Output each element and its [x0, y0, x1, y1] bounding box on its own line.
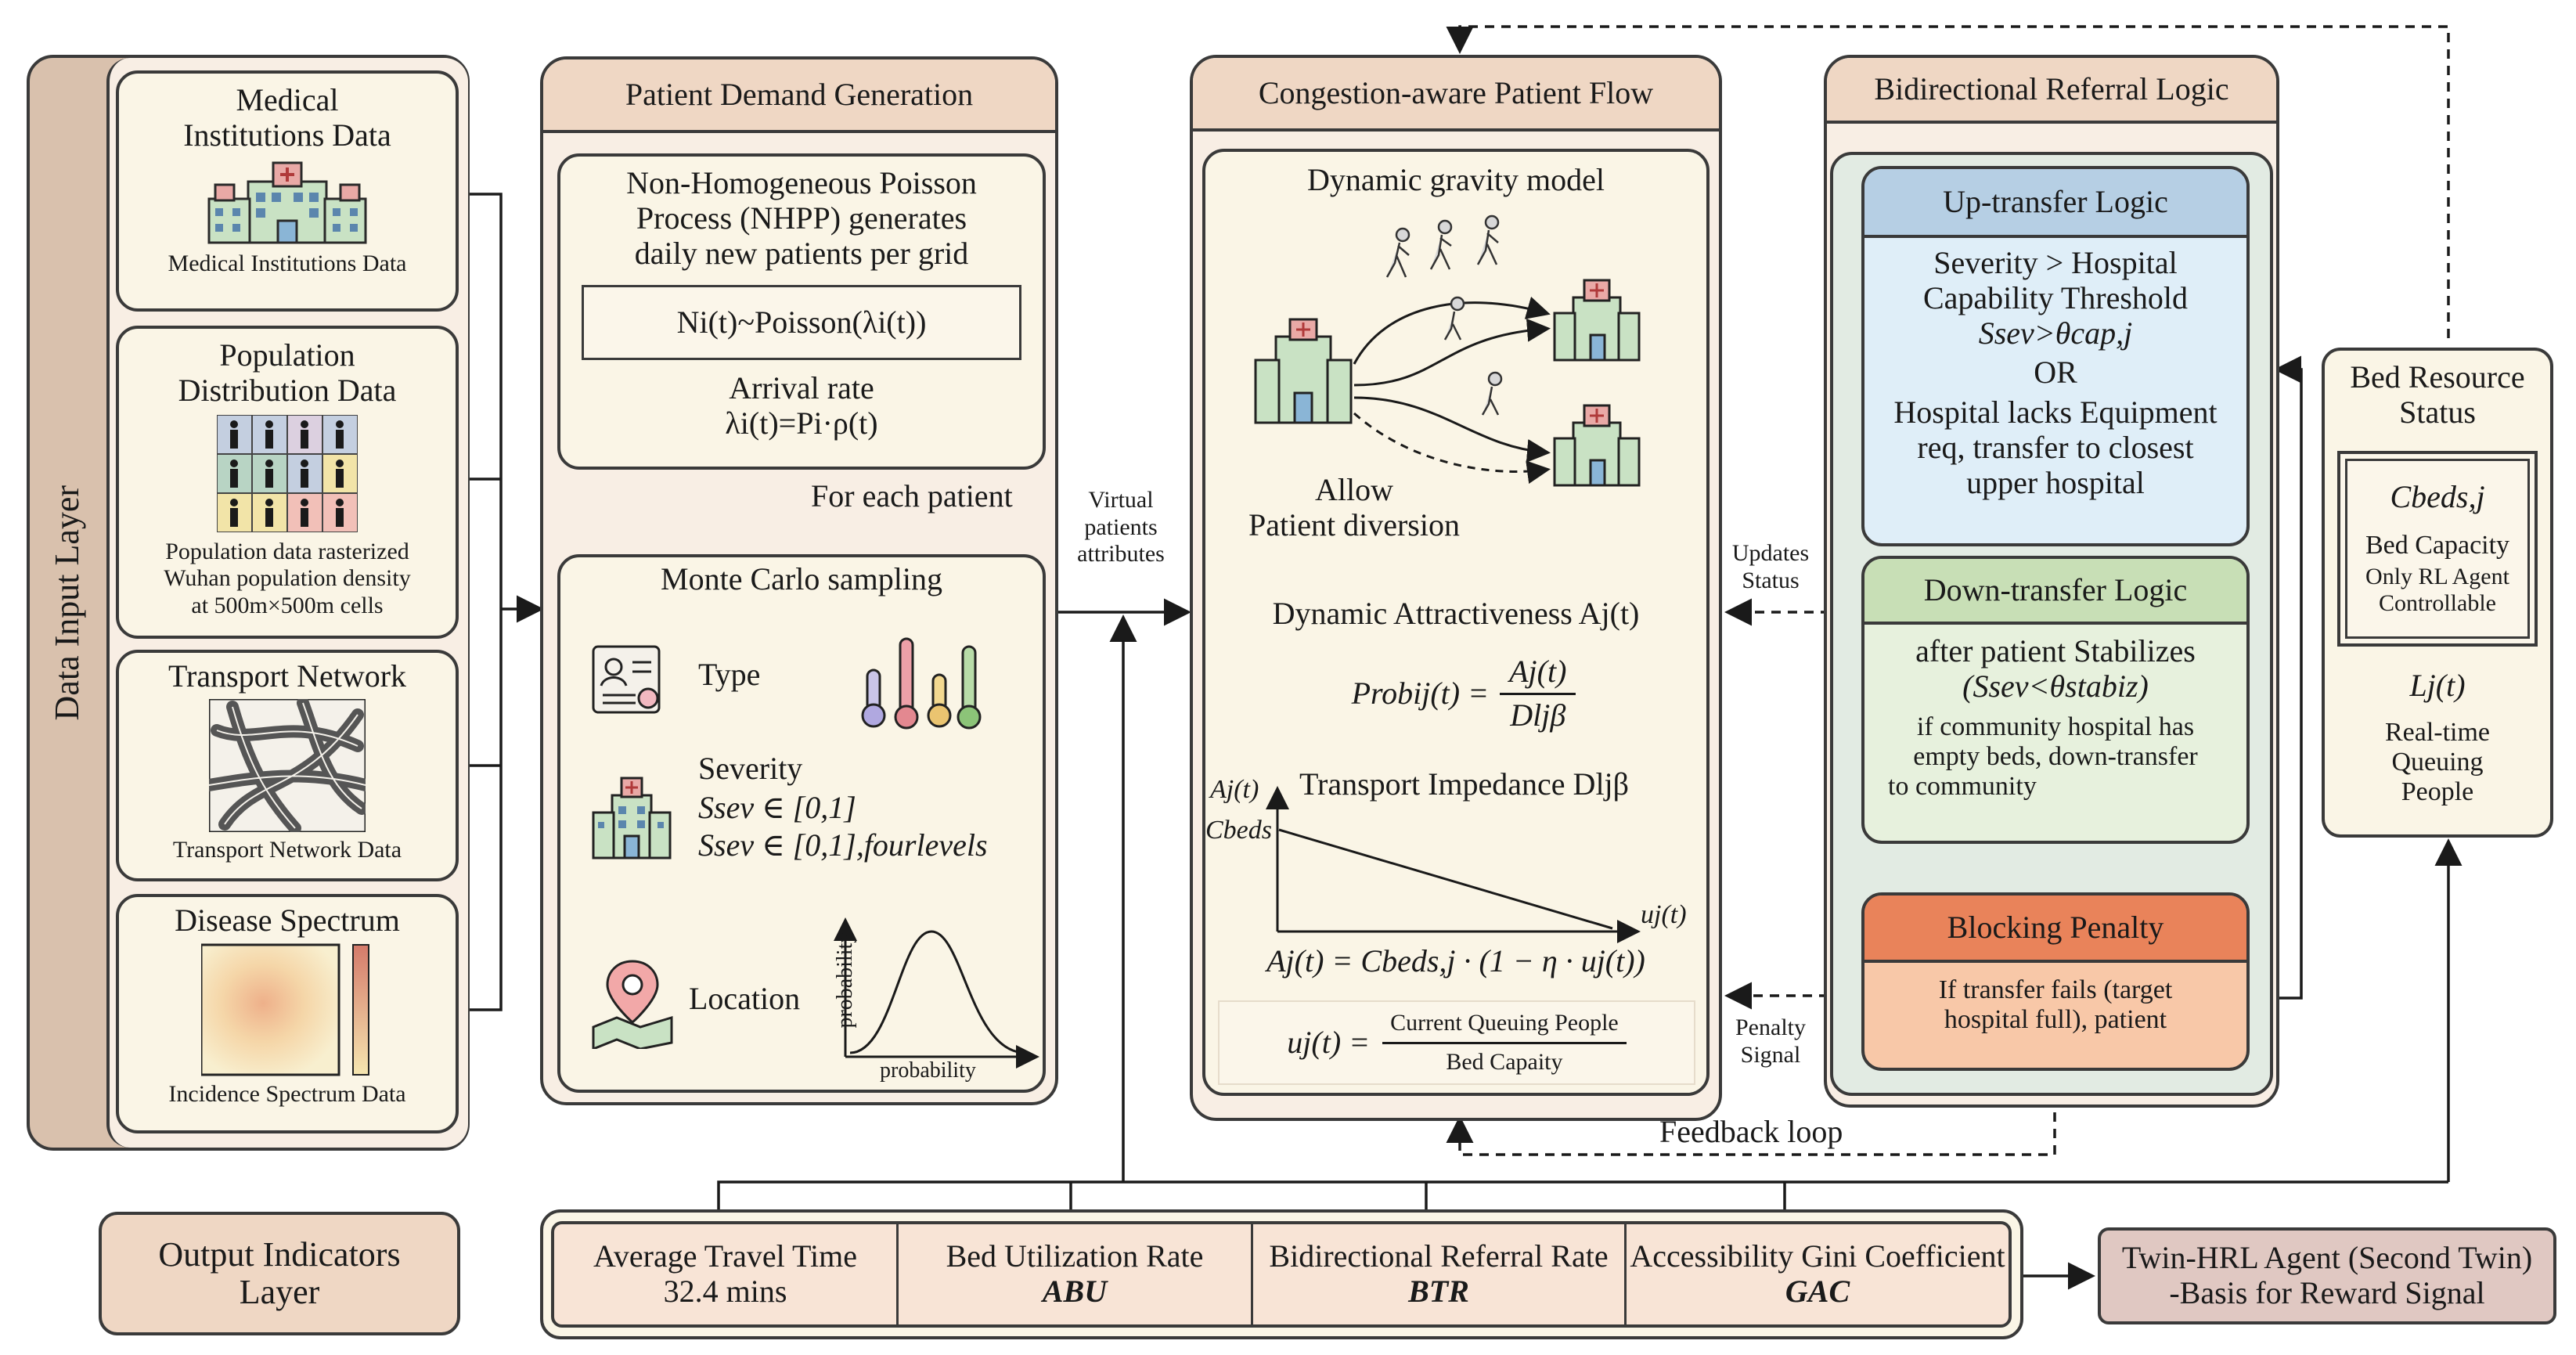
disease-data-card: Disease Spectrum Incidence Spectrum Data — [116, 894, 459, 1133]
walking-people-icons — [1385, 214, 1503, 416]
attractiveness-decay-chart — [1266, 786, 1641, 943]
penalty-signal-label: Penalty Signal — [1735, 1014, 1806, 1068]
bed-capacity-box — [2337, 451, 2538, 647]
y-axis-top-label: Aj(t) — [1210, 775, 1259, 804]
nhpp-card: Non-Homogeneous Poisson Process (NHPP) g… — [557, 153, 1046, 470]
hospital-icon — [207, 161, 367, 244]
road-network-icon — [209, 698, 366, 832]
indicator-travel-time: Average Travel Time 32.4 mins — [554, 1224, 899, 1324]
population-grid-icon — [217, 414, 358, 532]
up-transfer-title: Up-transfer Logic — [1864, 169, 2246, 238]
probability-distribution-chart — [834, 917, 1039, 1069]
y-axis-bottom-label: Cbeds — [1205, 816, 1272, 845]
connector-disease — [470, 609, 503, 1011]
queuing-info: Lj(t) Real-time Queuing People — [2384, 668, 2491, 806]
connector-medical — [470, 193, 503, 609]
updates-status-label: Updates Status — [1731, 540, 1810, 593]
severity-line1: Ssev ∈ [0,1] — [698, 790, 856, 825]
twin-hrl-agent-box: Twin-HRL Agent (Second Twin) -Basis for … — [2098, 1227, 2556, 1324]
decay-line — [1278, 828, 1613, 930]
indicator-referral-rate: Bidirectional Referral Rate BTR — [1253, 1224, 1627, 1324]
dist-ylabel: probability — [832, 932, 857, 1029]
x-axis-label: uj(t) — [1641, 900, 1687, 929]
medical-data-card: Medical Institutions Data Medical Instit… — [116, 70, 459, 312]
up-transfer-card: Up-transfer Logic Severity > Hospital Ca… — [1861, 166, 2250, 546]
feedback-loop-label: Feedback loop — [1659, 1114, 1843, 1149]
nhpp-formula: Ni(t)~Poisson(λi(t)) — [582, 285, 1021, 361]
output-bus — [717, 1180, 2448, 1209]
indicator-gini: Accessibility Gini Coefficient GAC — [1630, 1238, 2005, 1309]
bed-status-title: Bed Resource Status — [2350, 359, 2525, 430]
down-transfer-title: Down-transfer Logic — [1864, 559, 2246, 625]
gravity-title: Dynamic gravity model — [1307, 162, 1605, 197]
destination-hospital-icon-1 — [1553, 279, 1641, 362]
arrival-formula: λi(t)=Pi·ρ(t) — [725, 405, 878, 441]
thermometer-icon — [861, 637, 982, 730]
for-each-label: For each patient — [811, 478, 1013, 514]
transport-data-card: Transport Network Transport Network Data — [116, 650, 459, 881]
prob-formula: Probij(t) = Aj(t) Dljβ — [1299, 647, 1628, 741]
output-layer-label: Output Indicators Layer — [99, 1212, 460, 1335]
allow-diversion-label: Allow Patient diversion — [1248, 472, 1460, 542]
referral-title: Bidirectional Referral Logic — [1827, 58, 2276, 124]
demand-title: Patient Demand Generation — [543, 59, 1055, 133]
blocking-penalty-title: Blocking Penalty — [1864, 896, 2246, 963]
dist-xlabel: probability — [880, 1058, 976, 1083]
hospital-small-icon — [592, 777, 672, 859]
distribution-curve — [849, 930, 1026, 1054]
data-input-layer-title: Data Input Layer — [47, 485, 86, 721]
heatmap-icon — [201, 943, 369, 1076]
location-label: Location — [689, 981, 801, 1016]
flow-title: Congestion-aware Patient Flow — [1193, 58, 1719, 132]
severity-label: Severity — [698, 751, 803, 786]
severity-line2: Ssev ∈ [0,1],fourlevels — [698, 827, 988, 863]
type-label: Type — [698, 657, 761, 692]
id-card-icon — [592, 645, 661, 714]
attract-label: Dynamic Attractiveness Aj(t) — [1272, 596, 1640, 631]
virtual-patients-label: Virtual patients attributes — [1077, 487, 1165, 567]
indicator-bed-utilization: Bed Utilization Rate ABU — [899, 1224, 1253, 1324]
population-data-card: Population Distribution Data Population … — [116, 326, 459, 639]
gravity-illustration — [1254, 214, 1641, 487]
attract-formula: Aj(t) = Cbeds,j · (1 − η · uj(t)) — [1266, 943, 1645, 978]
mc-title: Monte Carlo sampling — [661, 561, 942, 596]
impedance-label: Transport Impedance Dljβ — [1299, 766, 1630, 802]
destination-hospital-icon-2 — [1553, 404, 1641, 487]
u-formula-box: uj(t) = Current Queuing People Bed Capai… — [1218, 1000, 1695, 1085]
dashed-top-loop — [1446, 25, 2450, 338]
down-transfer-card: Down-transfer Logic after patient Stabil… — [1861, 556, 2250, 844]
blocking-penalty-card: Blocking Penalty If transfer fails (targ… — [1861, 892, 2250, 1071]
location-pin-icon — [592, 960, 673, 1049]
